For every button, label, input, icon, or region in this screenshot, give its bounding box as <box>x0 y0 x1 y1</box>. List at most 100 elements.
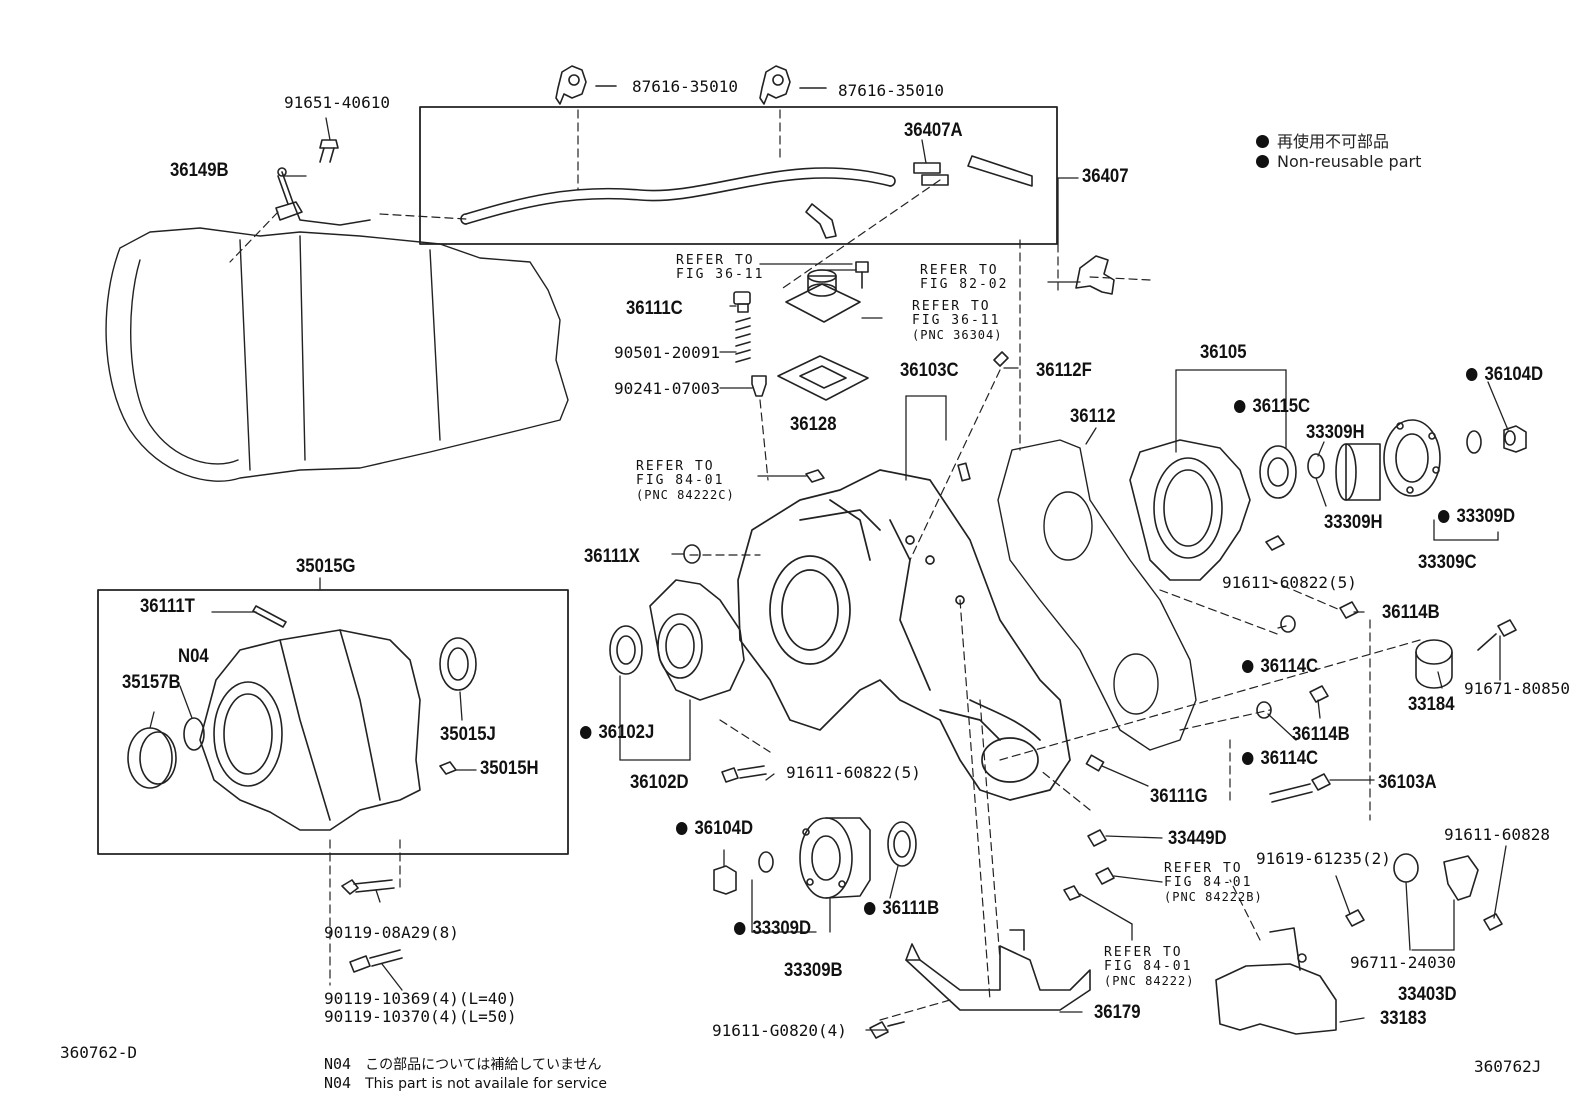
label-36102J-text: 36102J <box>598 722 655 743</box>
washer-36114C-top <box>1280 615 1296 633</box>
label-36407: 36407 <box>1082 166 1129 187</box>
label-33183: 33183 <box>1380 1008 1427 1029</box>
label-36102D: 36102D <box>630 772 689 793</box>
front-cover-36102D <box>649 579 745 701</box>
refer-f-line1: REFER TO <box>1104 945 1183 960</box>
bracket-36179 <box>905 929 1091 1011</box>
label-36102J: 36102J <box>580 722 654 743</box>
label-36115C: 36115C <box>1234 396 1310 417</box>
label-33309B: 33309B <box>784 960 843 981</box>
label-33184: 33184 <box>1408 694 1455 715</box>
label-87616-35010-b: 87616-35010 <box>838 81 944 100</box>
label-33309C: 33309C <box>1418 552 1477 573</box>
note-code-jp: N04 <box>324 1055 352 1073</box>
bolt-91611-60828 <box>1483 913 1503 931</box>
refer-d-line1: REFER TO <box>636 459 715 474</box>
mount-33183 <box>1215 927 1337 1035</box>
refer-d: REFER TO FIG 84-01 (PNC 84222C) <box>636 459 735 503</box>
label-36111C: 36111C <box>626 298 683 319</box>
spring-90501 <box>735 317 751 363</box>
washer-36114C-lower <box>1256 701 1272 719</box>
non-reusable-dot-icon <box>1466 368 1478 381</box>
dipstick-36149B <box>275 167 371 226</box>
refer-c-line3: (PNC 36304) <box>912 328 1003 342</box>
label-36104D-lower: 36104D <box>676 818 753 839</box>
pin-36111T <box>252 605 287 628</box>
bolt-91671 <box>1477 619 1517 651</box>
non-reusable-dot-icon <box>1438 510 1450 523</box>
refer-b: REFER TO FIG 82-02 <box>920 264 1008 292</box>
flange-33309B <box>799 817 871 899</box>
label-90241-07003: 90241-07003 <box>614 379 720 398</box>
refer-f: REFER TO FIG 84-01 (PNC 84222) <box>1104 945 1195 989</box>
union-36407A <box>913 162 949 186</box>
legend-en-text: Non-reusable part <box>1277 152 1422 171</box>
plug-35015H <box>439 761 457 775</box>
pin-90241 <box>751 375 767 397</box>
seal-36111B <box>887 821 917 867</box>
label-36105: 36105 <box>1200 342 1247 363</box>
rear-cover-36105 <box>1129 439 1251 581</box>
label-35015H: 35015H <box>480 758 539 779</box>
label-36114C-lower: 36114C <box>1242 748 1318 769</box>
seal-N04 <box>183 717 205 751</box>
footer-right-code: 360762J <box>1474 1057 1542 1076</box>
elbow-33403D <box>1443 855 1479 901</box>
label-91671-80850: 91671-80850 <box>1464 679 1570 698</box>
label-36114B-top: 36114B <box>1382 602 1440 623</box>
bolt-36114B-top <box>1339 601 1359 619</box>
non-reusable-dot-icon <box>676 822 688 835</box>
washer-33309D-lower <box>758 851 774 873</box>
oil-seal-36102J <box>609 625 643 675</box>
label-36104D-lower-text: 36104D <box>694 818 754 839</box>
label-36104D-right-text: 36104D <box>1484 364 1544 385</box>
label-33309D-right-text: 33309D <box>1456 506 1516 527</box>
hose-36407 <box>460 155 1033 239</box>
refer-e: REFER TO FIG 84-01 (PNC 84222B) <box>1164 862 1263 905</box>
label-36128: 36128 <box>790 414 837 435</box>
refer-b-line2: FIG 82-02 <box>920 277 1009 292</box>
bearing-36115C <box>1259 445 1297 499</box>
bolt-refer-36-11 <box>855 261 869 289</box>
bolt-91619 <box>1345 909 1365 927</box>
filled-dot-icon <box>1256 135 1269 148</box>
bell-housing-box <box>97 589 569 855</box>
refer-f-line3: (PNC 84222) <box>1104 974 1195 988</box>
refer-a-line1: REFER TO <box>676 253 755 268</box>
label-35015J: 35015J <box>440 724 496 745</box>
seal-35015J <box>439 637 477 691</box>
legend-jp-text: 再使用不可部品 <box>1277 132 1390 151</box>
bolt-90119-08A29 <box>341 879 395 895</box>
non-reusable-dot-icon <box>1242 752 1254 765</box>
refer-a-line2: FIG 36-11 <box>676 267 765 282</box>
non-reusable-dot-icon <box>864 902 876 915</box>
non-reusable-dot-icon <box>1234 400 1246 413</box>
label-90119-08A29: 90119-08A29(8) <box>324 923 459 942</box>
washer-33309D-right <box>1466 430 1482 454</box>
hose-kit-box <box>419 106 1058 245</box>
refer-c-line2: FIG 36-11 <box>912 313 1001 328</box>
label-91651-40610: 91651-40610 <box>284 93 390 112</box>
cap-35157B <box>127 727 177 789</box>
pin-36112F <box>957 351 1009 482</box>
label-36104D-right: 36104D <box>1466 364 1543 385</box>
nut-36104D-lower <box>713 865 737 895</box>
label-N04: N04 <box>178 646 209 667</box>
refer-d-line3: (PNC 84222C) <box>636 488 735 502</box>
label-36179: 36179 <box>1094 1002 1141 1023</box>
refer-e-line3: (PNC 84222B) <box>1164 890 1263 904</box>
damper-33184 <box>1415 639 1453 689</box>
bolt-90119-10369 <box>349 949 403 973</box>
washer-33309H <box>1307 453 1325 479</box>
label-87616-35010-a: 87616-35010 <box>632 77 738 96</box>
label-35015G: 35015G <box>296 556 356 577</box>
plug-36111C <box>733 291 751 313</box>
label-36114C-lower-text: 36114C <box>1260 748 1319 769</box>
label-36115C-text: 36115C <box>1252 396 1311 417</box>
label-33403D: 33403D <box>1398 984 1457 1005</box>
label-91611-60822-center: 91611-60822(5) <box>786 763 921 782</box>
label-36149B: 36149B <box>170 160 229 181</box>
label-35157B: 35157B <box>122 672 181 693</box>
label-33309D-lower: 33309D <box>734 918 811 939</box>
